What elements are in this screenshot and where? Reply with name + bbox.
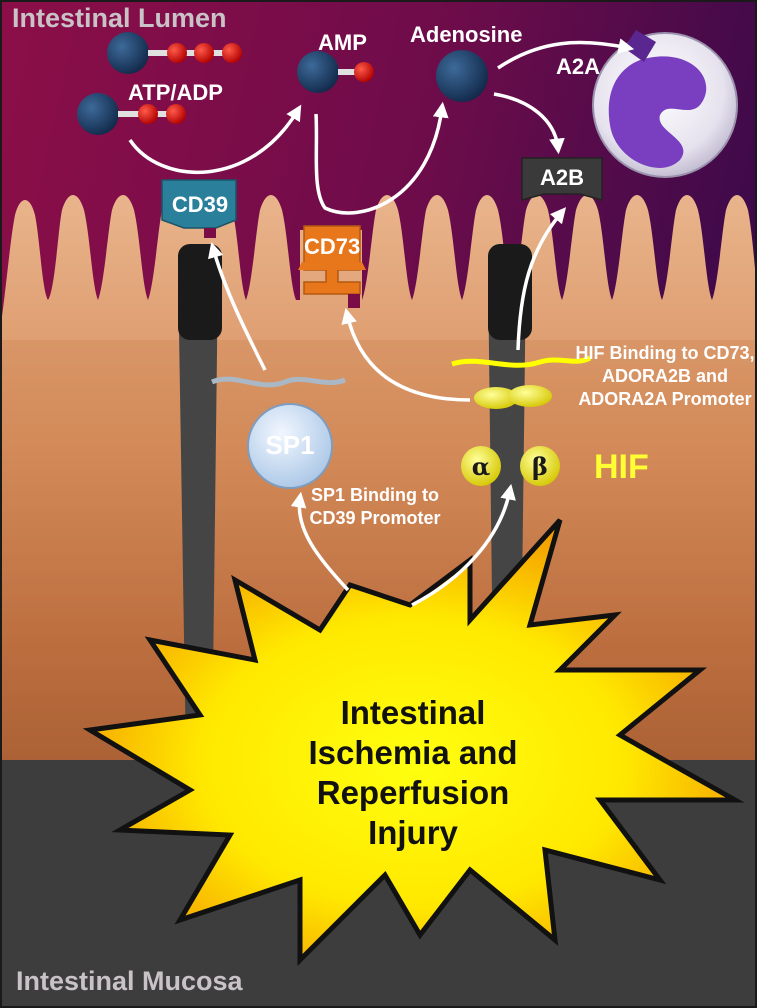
amp-label: AMP: [318, 30, 367, 55]
hif-beta-sphere: [520, 446, 560, 486]
hif-beta-label: β: [532, 452, 548, 481]
sp1-sphere: [247, 403, 333, 489]
arrow-adenosine-to-a2b: [493, 92, 565, 155]
a2b-receptor: [521, 157, 603, 201]
atp-molecule: [107, 32, 242, 74]
arrow-amp-to-adenosine: [314, 101, 449, 215]
hif-alpha-label: α: [471, 452, 491, 481]
amp-molecule: [297, 51, 374, 93]
hif-promoter-strand: [451, 355, 592, 368]
hif-label: HIF: [594, 448, 649, 486]
lumen-label: Intestinal Lumen: [12, 3, 227, 33]
cd39-label: CD39: [171, 192, 229, 217]
hif-dimer-right: [508, 385, 552, 407]
a2b-label: A2B: [539, 165, 584, 190]
atp-adp-label: ATP/ADP: [128, 80, 223, 105]
adp-molecule: [77, 93, 186, 135]
hif-dimer-left: [474, 387, 518, 409]
arrow-hif-to-cd73: [341, 307, 471, 402]
sp1-binding-note: SP1 Binding to CD39 Promoter: [309, 485, 441, 528]
mucosa-label: Intestinal Mucosa: [16, 966, 243, 996]
hif-alpha-sphere: [461, 446, 501, 486]
cd39-promoter-strand: [211, 376, 346, 388]
arrow-sp1-to-cd39: [208, 241, 267, 371]
adenosine-molecule: [436, 50, 488, 102]
cd73-receptor: [298, 225, 366, 308]
injury-label: Intestinal Ischemia and Reperfusion Inju…: [308, 694, 518, 851]
arrow-adenosine-to-a2a: [497, 38, 635, 70]
adenosine-label: Adenosine: [410, 22, 523, 47]
a2a-receptor: [624, 30, 656, 62]
injury-starburst: [82, 518, 745, 967]
neutrophil-cell: [592, 32, 738, 178]
arrow-injury-to-hif: [411, 483, 516, 607]
arrow-injury-to-sp1: [290, 491, 350, 592]
tight-junction-left: [178, 270, 218, 760]
a2a-label: A2A: [556, 54, 601, 79]
cd73-label: CD73: [304, 234, 361, 259]
hif-binding-note: HIF Binding to CD73, ADORA2B and ADORA2A…: [575, 343, 755, 409]
junction-cap-left: [178, 244, 222, 340]
arrow-hif-to-a2b: [516, 207, 567, 351]
sp1-label: SP1: [265, 430, 315, 460]
cd39-receptor: [161, 179, 237, 238]
arrow-atp-to-amp: [128, 104, 302, 175]
